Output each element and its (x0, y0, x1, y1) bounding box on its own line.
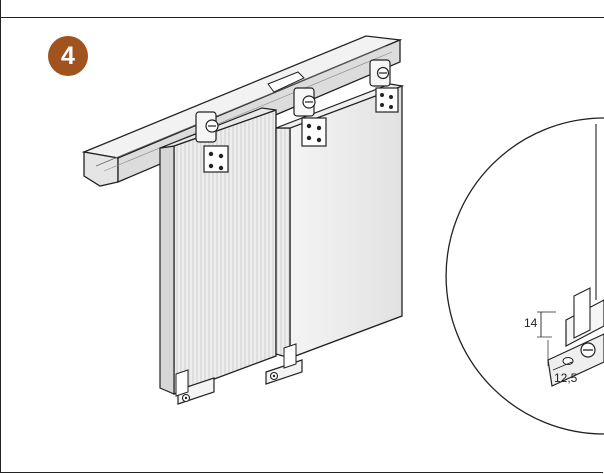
roller-hanger-icon (293, 87, 327, 147)
floor-guide-icon (265, 343, 303, 385)
header-rule (0, 17, 604, 18)
dimension-width-label: 12,5 (554, 371, 578, 385)
dimension-height-label: 14 (524, 316, 538, 330)
door-panel-front (275, 83, 405, 359)
step-number-badge: 4 (48, 36, 88, 76)
roller-hanger-icon (369, 59, 399, 113)
roller-hanger-icon (195, 111, 229, 173)
magnified-detail-icon (445, 117, 604, 435)
floor-guide-icon (175, 369, 215, 405)
